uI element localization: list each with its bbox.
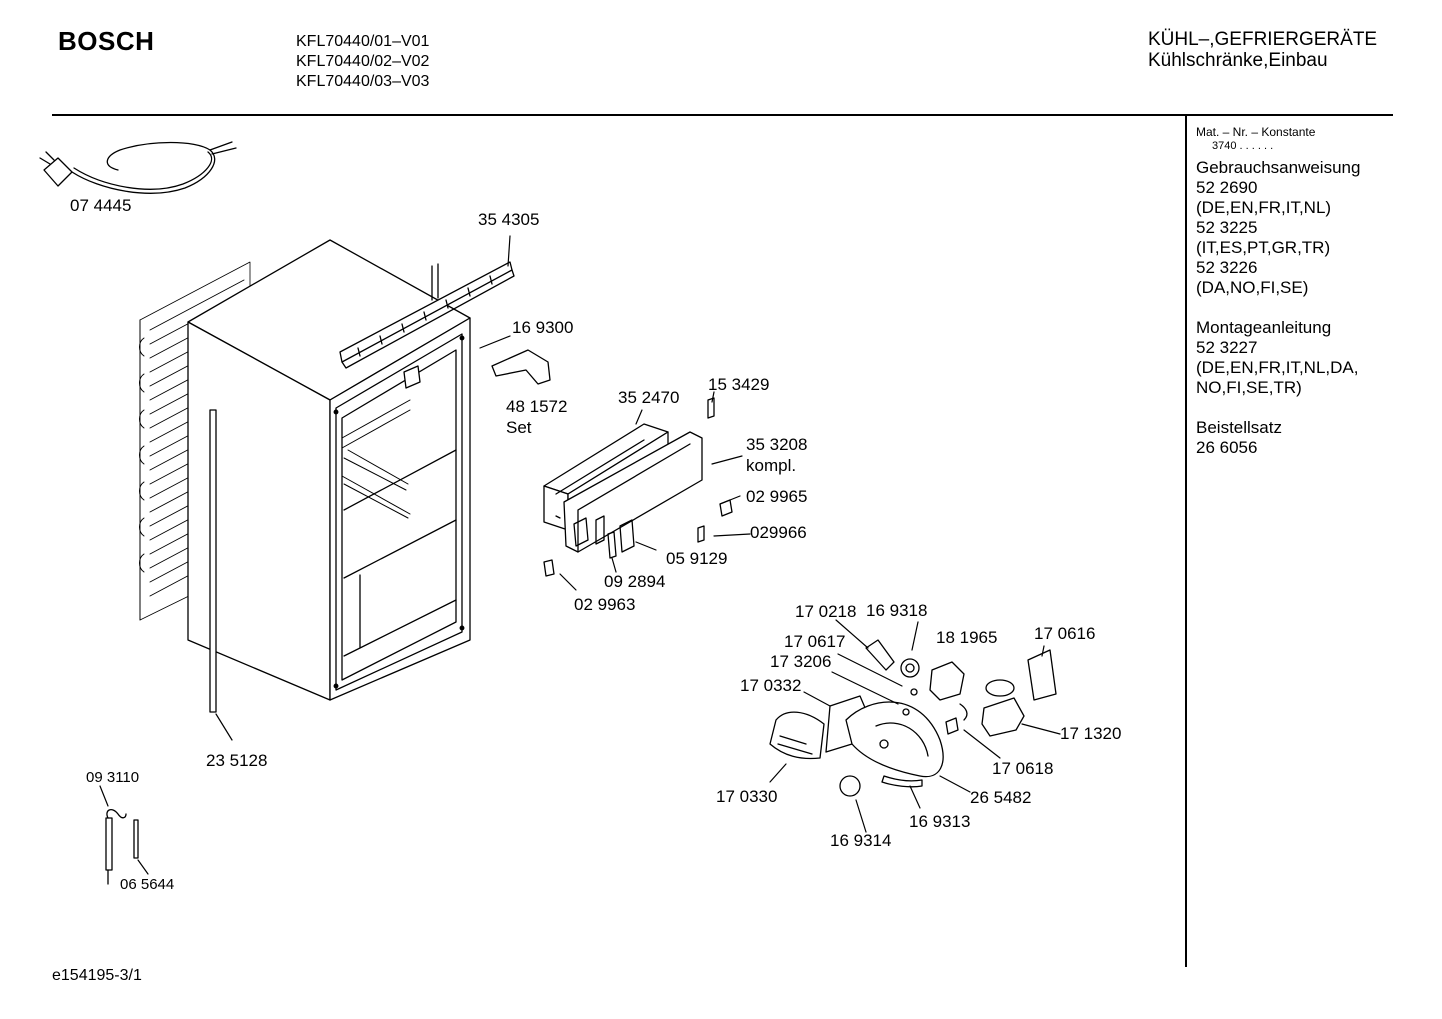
part-label: 26 5482 <box>970 788 1032 807</box>
part-label: 17 0618 <box>992 759 1054 778</box>
part-label: 16 9313 <box>909 812 971 831</box>
accessory-line: 26 6056 <box>1196 438 1258 457</box>
manual-line: 52 3225 <box>1196 218 1258 237</box>
part-label: 17 0332 <box>740 676 802 695</box>
manual-line: (DA,NO,FI,SE) <box>1196 278 1309 297</box>
part-label: 48 1572 <box>506 397 568 416</box>
assembly-section-title: Montageanleitung <box>1196 318 1332 337</box>
manual-line: (DE,EN,FR,IT,NL) <box>1196 198 1332 217</box>
part-label: 35 4305 <box>478 210 540 229</box>
document-id: e154195-3/1 <box>52 967 142 984</box>
header-divider <box>52 114 1393 116</box>
power-cord-drawing <box>39 141 237 194</box>
part-label: 029966 <box>750 523 807 542</box>
part-label: 09 3110 <box>86 769 140 786</box>
part-label: 17 0616 <box>1034 624 1096 643</box>
part-label: 17 1320 <box>1060 724 1122 743</box>
model-number: KFL70440/03–V03 <box>296 73 430 90</box>
category-title: KÜHL–,GEFRIERGERÄTE <box>1148 29 1378 50</box>
manual-section-title: Gebrauchsanweisung <box>1196 158 1361 177</box>
manual-line: 52 3226 <box>1196 258 1258 277</box>
part-label: 15 3429 <box>708 375 770 394</box>
part-label: 02 9965 <box>746 487 808 506</box>
part-label: 16 9318 <box>866 601 928 620</box>
part-label-note: Set <box>506 418 532 437</box>
part-label: 09 2894 <box>604 572 666 591</box>
assembly-line: NO,FI,SE,TR) <box>1196 378 1302 397</box>
part-label: 17 0617 <box>784 632 846 651</box>
manual-line: 52 2690 <box>1196 178 1258 197</box>
part-label: 16 9314 <box>830 831 892 850</box>
model-list: KFL70440/01–V01 KFL70440/02–V02 KFL70440… <box>296 32 429 92</box>
part-label: 02 9963 <box>574 595 636 614</box>
sidebar-divider <box>1185 116 1187 967</box>
part-label-note: kompl. <box>746 456 797 475</box>
sidebar-info: Mat. – Nr. – Konstante 3740 . . . . . . … <box>1196 125 1360 458</box>
hinge-set-drawing <box>403 349 551 389</box>
seal-strip-drawing <box>209 409 217 713</box>
assembly-line: 52 3227 <box>1196 338 1258 357</box>
leader-lines <box>99 235 1061 875</box>
brand-logo-text: BOSCH <box>58 26 155 56</box>
part-label: 35 2470 <box>618 388 680 407</box>
part-label: 05 9129 <box>666 549 728 568</box>
mat-nr-header: Mat. – Nr. – Konstante <box>1196 125 1316 139</box>
appliance-category: KÜHL–,GEFRIERGERÄTE Kühlschränke,Einbau <box>1148 29 1377 71</box>
part-label: 18 1965 <box>936 628 998 647</box>
part-label: 07 4445 <box>70 196 132 215</box>
part-label: 06 5644 <box>120 876 175 893</box>
model-number: KFL70440/02–V02 <box>296 53 430 70</box>
part-label: 23 5128 <box>206 751 268 770</box>
part-label: 16 9300 <box>512 318 574 337</box>
mat-nr-value: 3740 . . . . . . <box>1212 140 1274 152</box>
category-subtitle: Kühlschränke,Einbau <box>1148 50 1328 71</box>
freezer-door-drawing <box>543 423 703 553</box>
manual-line: (IT,ES,PT,GR,TR) <box>1196 238 1331 257</box>
model-number: KFL70440/01–V01 <box>296 33 430 50</box>
part-label: 17 0330 <box>716 787 778 806</box>
temperature-sensor-drawing <box>105 809 139 885</box>
part-label: 17 3206 <box>770 652 832 671</box>
thermostat-assembly-drawing <box>769 639 1057 797</box>
part-label: 35 3208 <box>746 435 808 454</box>
assembly-line: (DE,EN,FR,IT,NL,DA, <box>1196 358 1359 377</box>
accessory-section-title: Beistellsatz <box>1196 418 1282 437</box>
part-label: 17 0218 <box>795 602 857 621</box>
hinge-rail-drawing <box>339 261 515 369</box>
cabinet-body-drawing <box>187 239 471 701</box>
